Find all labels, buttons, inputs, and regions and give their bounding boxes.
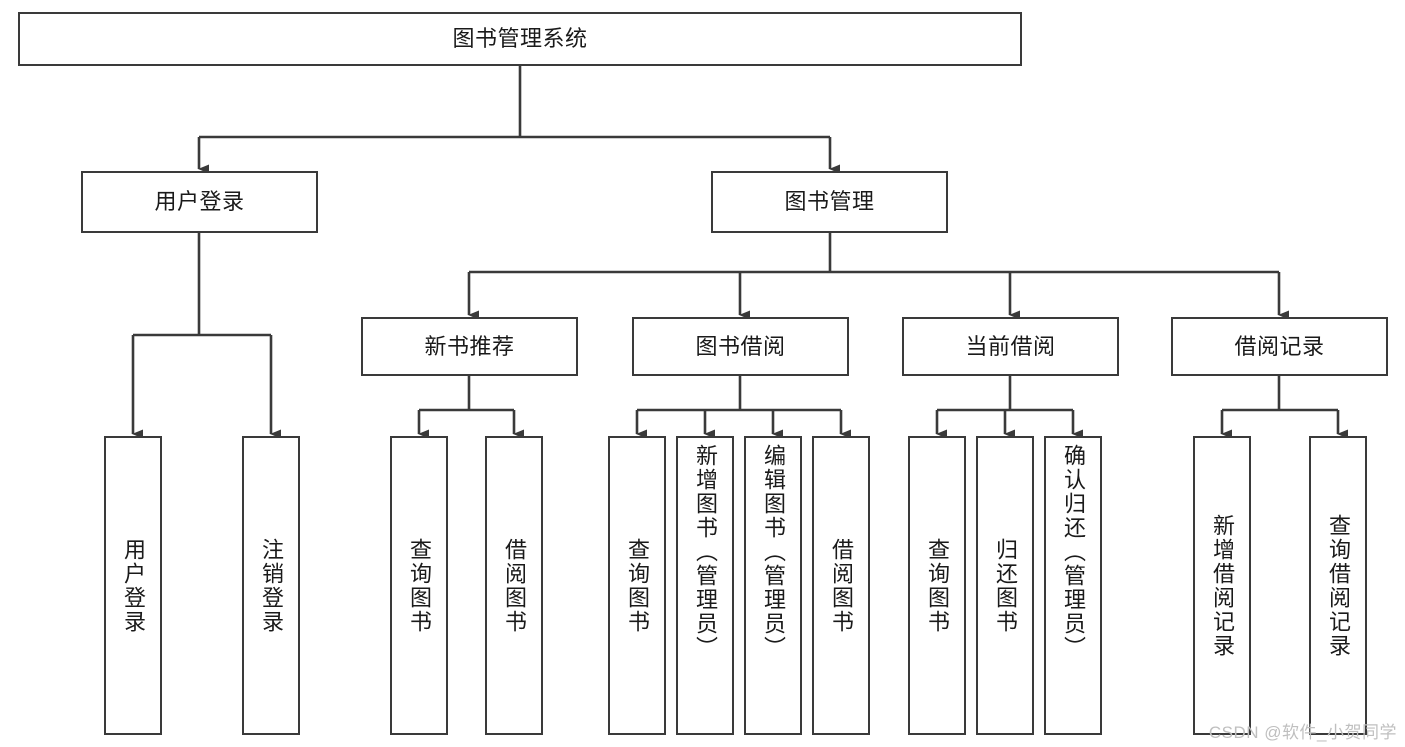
- node-borrow-records[interactable]: 借阅记录: [1171, 317, 1388, 376]
- node-label: 用户登录: [121, 537, 146, 634]
- leaf-borrowrecords-query-record[interactable]: 查询借阅记录: [1309, 436, 1367, 735]
- node-label: 查询图书: [625, 537, 650, 634]
- csdn-watermark: CSDN @软件_小贺同学: [1208, 723, 1397, 742]
- node-current-borrow[interactable]: 当前借阅: [902, 317, 1119, 376]
- node-label: 新增图书（管理员）: [693, 444, 718, 660]
- node-label: 借阅图书: [502, 537, 527, 634]
- node-book-borrow[interactable]: 图书借阅: [632, 317, 849, 376]
- leaf-bookborrow-borrow-book[interactable]: 借阅图书: [812, 436, 870, 735]
- leaf-borrowrecords-add-record[interactable]: 新增借阅记录: [1193, 436, 1251, 735]
- node-label: 借阅图书: [829, 537, 854, 634]
- node-label: 编辑图书（管理员）: [761, 444, 786, 660]
- node-label: 查询图书: [407, 537, 432, 634]
- node-book-management[interactable]: 图书管理: [711, 171, 948, 233]
- node-label: 用户登录: [154, 189, 245, 215]
- node-label: 当前借阅: [965, 333, 1056, 359]
- node-label: 查询图书: [925, 537, 950, 634]
- leaf-bookborrow-query-book[interactable]: 查询图书: [608, 436, 666, 735]
- node-label: 新书推荐: [424, 333, 515, 359]
- leaf-user-login[interactable]: 用户登录: [104, 436, 162, 735]
- node-label: 图书借阅: [695, 333, 786, 359]
- leaf-bookborrow-add-book-admin[interactable]: 新增图书（管理员）: [676, 436, 734, 735]
- leaf-currentborrow-confirm-return-admin[interactable]: 确认归还（管理员）: [1044, 436, 1102, 735]
- node-root-book-management-system[interactable]: 图书管理系统: [18, 12, 1022, 66]
- node-label: 归还图书: [993, 537, 1018, 634]
- node-label: 注销登录: [259, 537, 284, 634]
- leaf-logout[interactable]: 注销登录: [242, 436, 300, 735]
- leaf-currentborrow-query-book[interactable]: 查询图书: [908, 436, 966, 735]
- leaf-newbook-query-book[interactable]: 查询图书: [390, 436, 448, 735]
- node-label: 查询借阅记录: [1326, 513, 1351, 658]
- node-label: 借阅记录: [1234, 333, 1325, 359]
- node-label: 图书管理: [784, 189, 875, 215]
- node-label: 新增借阅记录: [1210, 513, 1235, 658]
- node-user-login[interactable]: 用户登录: [81, 171, 318, 233]
- node-label: 图书管理系统: [452, 26, 588, 52]
- leaf-currentborrow-return-book[interactable]: 归还图书: [976, 436, 1034, 735]
- node-new-book-recommend[interactable]: 新书推荐: [361, 317, 578, 376]
- leaf-bookborrow-edit-book-admin[interactable]: 编辑图书（管理员）: [744, 436, 802, 735]
- leaf-newbook-borrow-book[interactable]: 借阅图书: [485, 436, 543, 735]
- node-label: 确认归还（管理员）: [1061, 444, 1086, 660]
